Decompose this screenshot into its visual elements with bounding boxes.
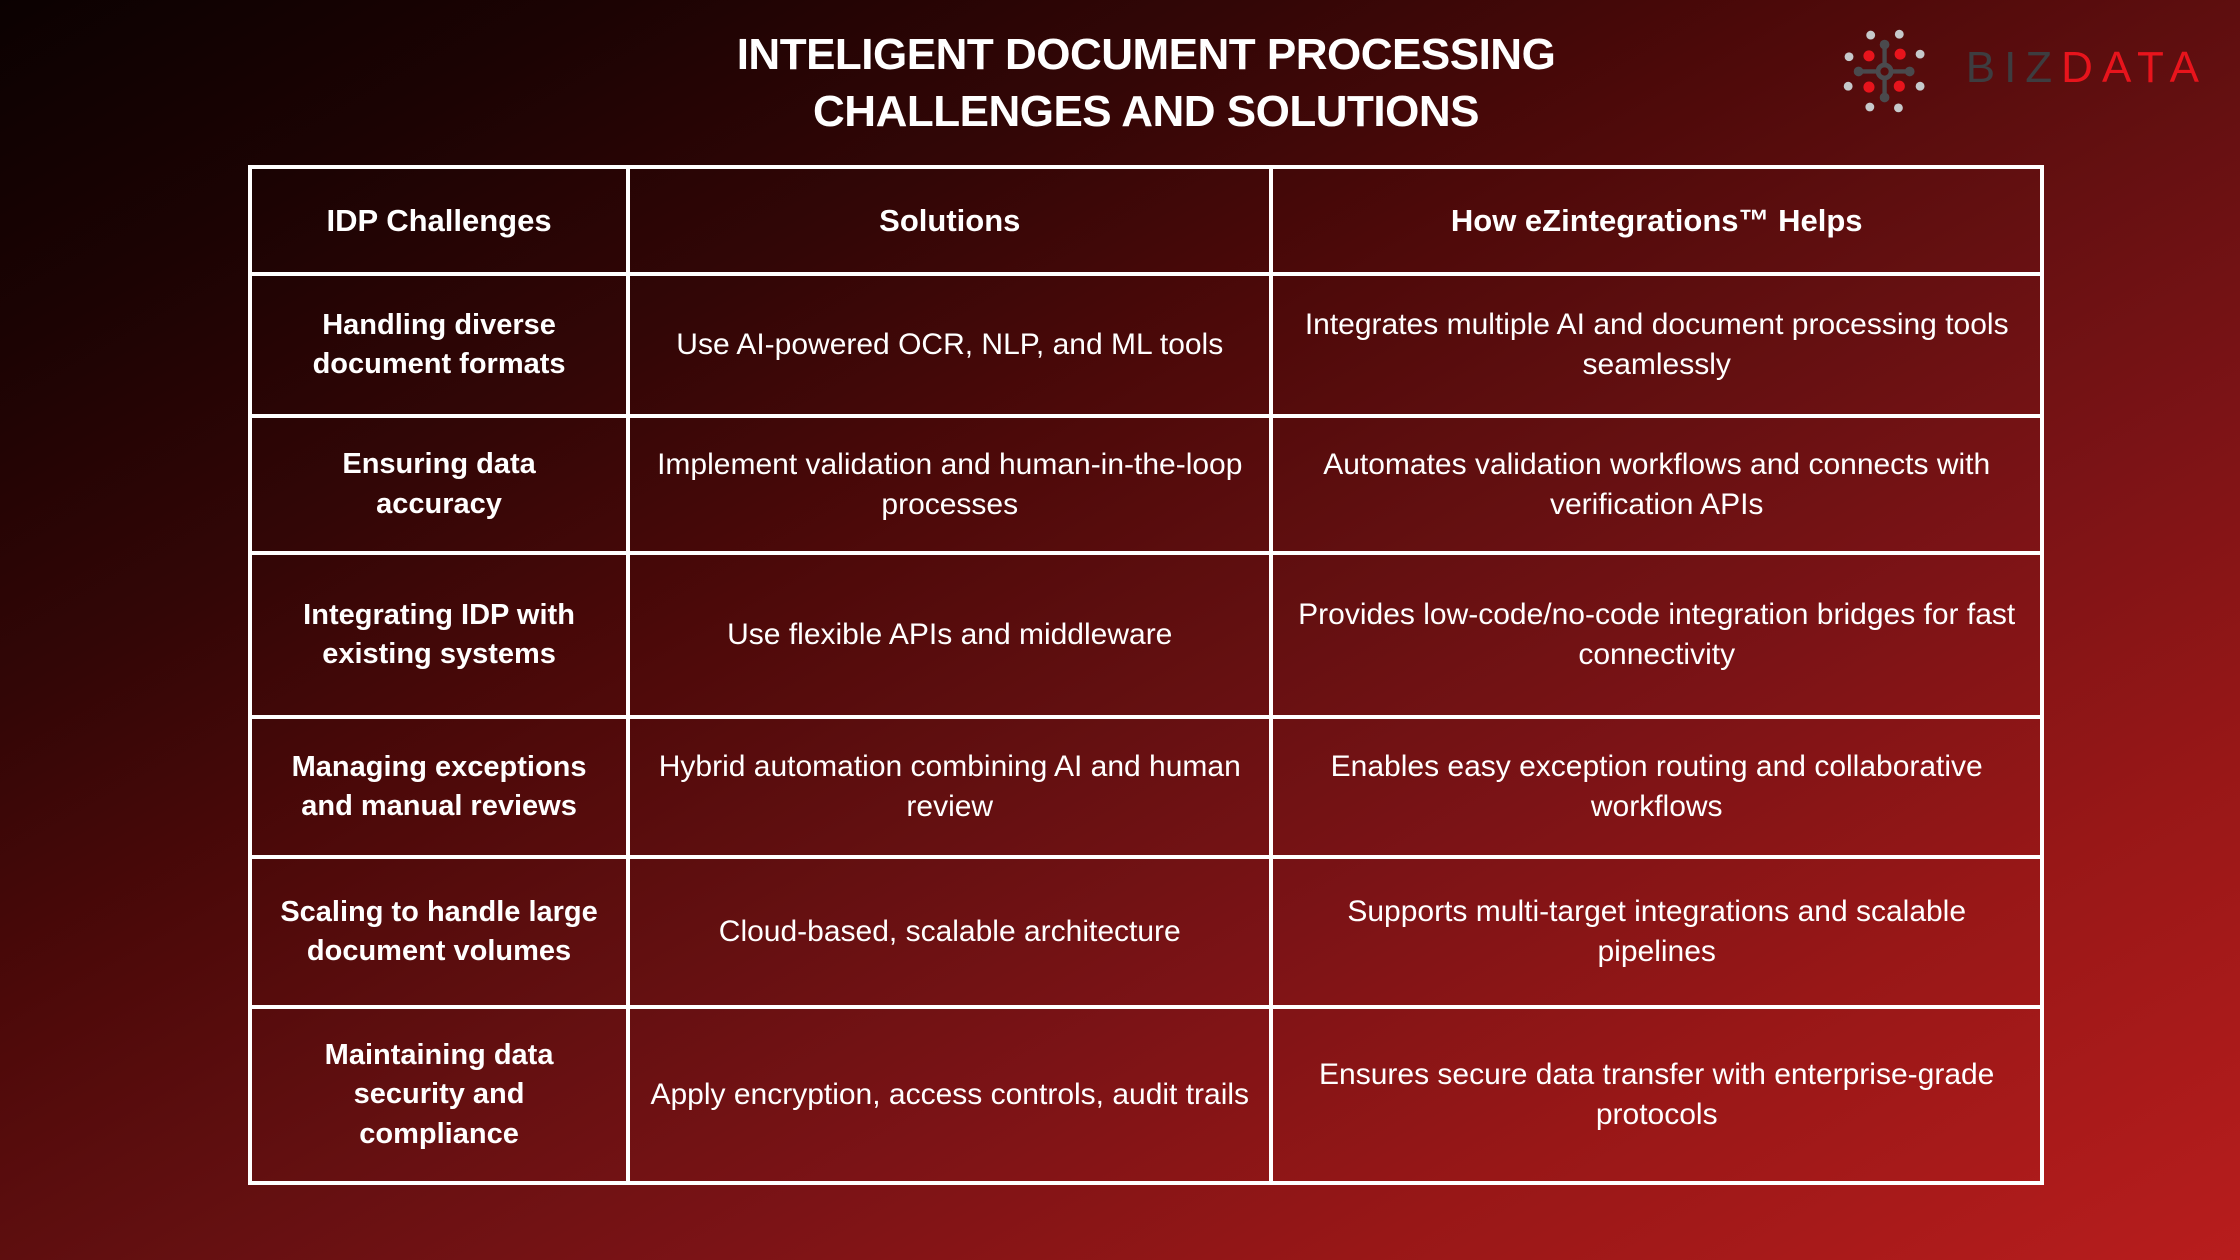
logo-text-data: DATA: [2061, 43, 2208, 92]
bizdata-logo: BIZDATA: [1835, 16, 2208, 120]
help-cell: Ensures secure data transfer with enterp…: [1269, 1005, 2044, 1185]
table-header-row: IDP Challenges Solutions How eZintegrati…: [247, 165, 2044, 276]
help-cell: Supports multi-target integrations and s…: [1269, 855, 2044, 1009]
logo-text-biz: BIZ: [1965, 43, 2062, 92]
help-cell: Integrates multiple AI and document proc…: [1269, 272, 2044, 418]
page-title: INTELIGENT DOCUMENT PROCESSING CHALLENGE…: [248, 26, 2044, 140]
table-row: Scaling to handle large document volumes…: [247, 855, 2044, 1009]
header-idp-challenges: IDP Challenges: [247, 165, 631, 276]
challenge-cell: Maintaining data security and compliance: [247, 1005, 631, 1185]
header-solutions: Solutions: [626, 165, 1274, 276]
solution-cell: Implement validation and human-in-the-lo…: [626, 414, 1274, 555]
page-title-line1: INTELIGENT DOCUMENT PROCESSING: [736, 30, 1556, 79]
logo-wordmark: BIZDATA: [1966, 43, 2208, 93]
help-cell: Provides low-code/no-code integration br…: [1269, 551, 2044, 719]
solution-cell: Apply encryption, access controls, audit…: [626, 1005, 1274, 1185]
page-title-line2: CHALLENGES AND SOLUTIONS: [813, 87, 1479, 136]
header-ezintegrations-helps: How eZintegrations™ Helps: [1269, 165, 2044, 276]
table-row: Maintaining data security and compliance…: [247, 1005, 2044, 1185]
challenge-cell: Ensuring data accuracy: [247, 414, 631, 555]
dot-network-icon: [1843, 29, 1925, 113]
table-row: Managing exceptions and manual reviews H…: [247, 715, 2044, 859]
challenge-cell: Scaling to handle large document volumes: [247, 855, 631, 1009]
solution-cell: Hybrid automation combining AI and human…: [626, 715, 1274, 859]
help-cell: Automates validation workflows and conne…: [1269, 414, 2044, 555]
solution-cell: Cloud-based, scalable architecture: [626, 855, 1274, 1009]
challenge-cell: Managing exceptions and manual reviews: [247, 715, 631, 859]
table-row: Handling diverse document formats Use AI…: [247, 272, 2044, 418]
help-cell: Enables easy exception routing and colla…: [1269, 715, 2044, 859]
table-row: Integrating IDP with existing systems Us…: [247, 551, 2044, 719]
challenge-cell: Handling diverse document formats: [247, 272, 631, 418]
solution-cell: Use flexible APIs and middleware: [626, 551, 1274, 719]
table-row: Ensuring data accuracy Implement validat…: [247, 414, 2044, 555]
challenge-cell: Integrating IDP with existing systems: [247, 551, 631, 719]
solution-cell: Use AI-powered OCR, NLP, and ML tools: [626, 272, 1274, 418]
challenges-table: IDP Challenges Solutions How eZintegrati…: [247, 165, 2044, 1185]
